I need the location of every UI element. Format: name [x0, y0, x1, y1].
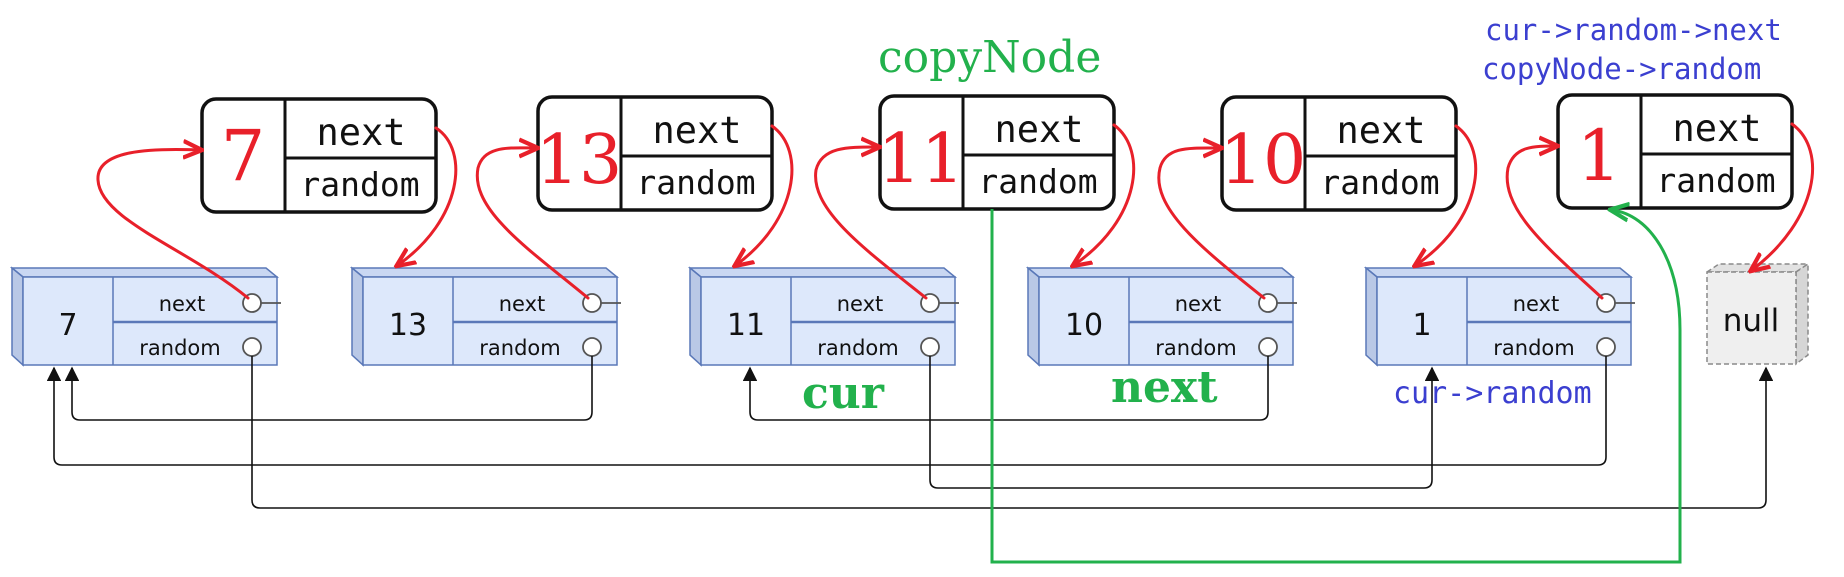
copy-random-label: random [1320, 163, 1439, 202]
copy-random-label: random [978, 162, 1097, 201]
copy-node-11: 11 next random [878, 94, 1116, 211]
copy-node-value: 1 [1577, 115, 1622, 197]
copy-11-to-original-10 [1074, 123, 1136, 265]
random-pointer-dot [920, 337, 940, 357]
random-pointer-7-to-null [251, 356, 1774, 509]
original-node-7: 7 next random [9, 266, 280, 367]
original-13-to-copy-13 [475, 148, 590, 300]
interleave-next-links [96, 122, 1814, 300]
random-pointer-1-to-7 [46, 356, 1607, 466]
node-top-face [349, 267, 620, 278]
node-side-face [11, 266, 24, 367]
copy-13-to-original-11 [736, 124, 794, 265]
random-pointer-dot [242, 337, 262, 357]
random-pointer-dot [1596, 337, 1616, 357]
next-field-label: next [1513, 292, 1560, 316]
copy-next-label: next [994, 108, 1083, 151]
node-value: 1 [1412, 308, 1431, 343]
copy-node-10: 10 next random [1220, 95, 1458, 212]
random-field-label: random [479, 336, 560, 360]
null-node: null [1704, 262, 1811, 366]
node-side-face [351, 266, 364, 367]
copy-node-13: 13 next random [536, 95, 774, 212]
copy-random-label: random [636, 163, 755, 202]
copy-node-value: 7 [221, 115, 266, 197]
next-field-label: next [837, 292, 884, 316]
copy-node-random-annotation: copyNode->random [1482, 52, 1761, 86]
copy-1-to-null [1752, 122, 1814, 270]
random-field-label: random [1493, 336, 1574, 360]
null-body [1706, 271, 1797, 365]
copy-random-label: random [300, 165, 419, 204]
next-field-label: next [1175, 292, 1222, 316]
node-top-face [1363, 267, 1634, 278]
original-list: 7 next random 13 next random 11 [9, 262, 1811, 367]
random-field-label: random [139, 336, 220, 360]
random-pointer-lines [46, 356, 1774, 509]
copy-next-label: next [316, 111, 405, 154]
node-side-face [1027, 266, 1040, 367]
next-annotation: next [1111, 362, 1218, 413]
original-node-10: 10 next random [1025, 266, 1296, 367]
original-node-1: 1 next random [1363, 266, 1634, 367]
null-side-face [1795, 262, 1809, 366]
node-value: 13 [389, 308, 427, 343]
copy-7-to-original-13 [398, 126, 458, 265]
next-field-label: next [159, 292, 206, 316]
original-node-13: 13 next random [349, 266, 620, 367]
random-field-label: random [1155, 336, 1236, 360]
node-top-face [9, 267, 280, 278]
node-value: 11 [727, 308, 765, 343]
next-field-label: next [499, 292, 546, 316]
copy-node-annotation: copyNode [878, 32, 1101, 83]
random-pointer-dot [1258, 337, 1278, 357]
copy-next-label: next [1672, 107, 1761, 150]
node-side-face [1365, 266, 1378, 367]
node-side-face [689, 266, 702, 367]
cur-annotation: cur [802, 368, 885, 419]
original-7-to-copy-7 [96, 149, 250, 300]
copy-node-value: 11 [878, 120, 965, 199]
annotations: copyNode cur next cur->random cur->rando… [802, 13, 1782, 419]
cur-random-next-annotation: cur->random->next [1485, 13, 1782, 47]
original-11-to-copy-11 [814, 147, 928, 300]
random-field-label: random [817, 336, 898, 360]
node-top-face [687, 267, 958, 278]
copy-node-value: 13 [536, 121, 623, 200]
copy-node-value: 10 [1220, 121, 1307, 200]
copy-node-random-assignment [990, 209, 1682, 564]
node-value: 7 [58, 308, 77, 343]
node-top-face [1025, 267, 1296, 278]
original-10-to-copy-10 [1157, 148, 1266, 300]
random-pointer-10-to-11 [742, 356, 1269, 421]
copy-node-7: 7 next random [200, 97, 438, 214]
random-pointer-13-to-7 [64, 356, 593, 421]
original-1-to-copy-1 [1505, 146, 1604, 300]
copy-next-label: next [652, 109, 741, 152]
random-pointer-dot [582, 337, 602, 357]
copy-node-1: 1 next random [1556, 93, 1794, 210]
copy-list: 7 next random 13 next random 11 next ran… [200, 93, 1794, 214]
copy-random-label: random [1656, 161, 1775, 200]
copy-next-label: next [1336, 109, 1425, 152]
null-label: null [1723, 303, 1780, 339]
copy-10-to-original-1 [1416, 124, 1478, 265]
random-pointer-11-to-1 [929, 356, 1440, 489]
cur-random-annotation: cur->random [1393, 376, 1592, 411]
original-node-11: 11 next random [687, 266, 958, 367]
node-value: 10 [1065, 308, 1103, 343]
